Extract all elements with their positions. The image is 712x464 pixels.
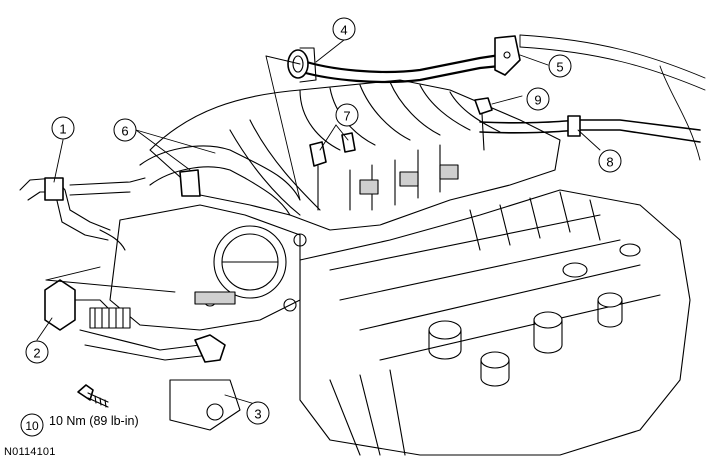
background-tube-upper <box>519 34 706 161</box>
callout-number-5: 5 <box>556 60 563 75</box>
coil-packs <box>428 243 641 387</box>
callout-number-4: 4 <box>340 23 347 38</box>
sensor-item-9 <box>474 97 493 151</box>
callout-circles <box>20 17 622 437</box>
callout-number-8: 8 <box>606 155 613 170</box>
throttle-body <box>109 204 307 331</box>
callout-circle-2 <box>25 340 49 364</box>
torque-spec-label: 10 Nm (89 lb-in) <box>49 414 139 428</box>
pcv-hose-item-4 <box>287 47 502 84</box>
callout-circle-8 <box>598 149 622 173</box>
callout-number-10: 10 <box>25 419 39 433</box>
callout-circle-9 <box>526 87 550 111</box>
callout-circle-1 <box>51 116 75 140</box>
figure-id: N0114101 <box>4 446 56 458</box>
callout-number-9: 9 <box>534 93 541 108</box>
intake-manifold <box>149 79 561 231</box>
callout-number-6: 6 <box>121 124 128 139</box>
engine-block <box>299 189 691 456</box>
sensor-item-7 <box>309 132 356 211</box>
callout-circle-3 <box>246 401 270 425</box>
callout-number-2: 2 <box>33 346 40 361</box>
callout-number-1: 1 <box>59 122 66 137</box>
callout-number-3: 3 <box>254 407 261 422</box>
hose-item-8 <box>479 115 701 143</box>
bracket-item-5 <box>494 35 521 76</box>
connector-item-3 <box>169 334 241 431</box>
callout-circle-5 <box>548 54 572 78</box>
callout-circle-7 <box>335 103 359 127</box>
sensor-item-2 <box>44 279 211 361</box>
hose-item-1 <box>19 177 146 251</box>
bolt-item-10 <box>77 384 109 408</box>
callout-circle-4 <box>332 17 356 41</box>
intake-tube <box>139 145 301 216</box>
callout-number-7: 7 <box>343 109 350 124</box>
callout-circle-10 <box>20 413 44 437</box>
callout-circle-6 <box>113 118 137 142</box>
